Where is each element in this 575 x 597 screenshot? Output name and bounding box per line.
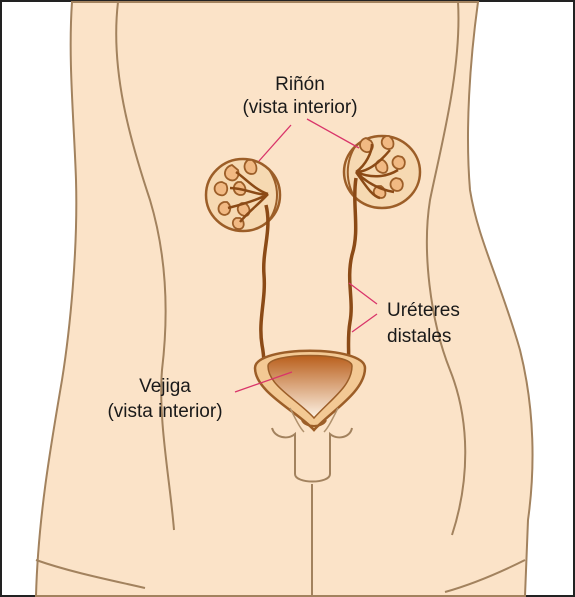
bladder-label-line1: Vejiga xyxy=(139,376,191,397)
kidney-label-line1: Riñón xyxy=(275,74,325,95)
bladder-label-line2: (vista interior) xyxy=(107,401,222,422)
ureters-label-line2: distales xyxy=(387,326,451,347)
kidney-label-line2: (vista interior) xyxy=(242,97,357,118)
ureters-label-line1: Uréteres xyxy=(387,300,460,321)
